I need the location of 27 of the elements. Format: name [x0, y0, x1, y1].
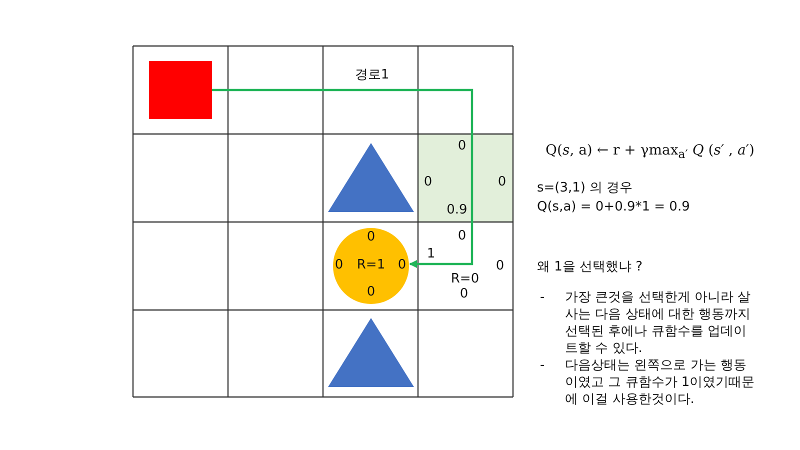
bullet-dash: - — [540, 289, 545, 306]
q-value: 0 — [458, 230, 466, 242]
q-value: 0 — [334, 258, 344, 272]
bullet-dash: - — [540, 357, 545, 374]
note-text: s=(3,1) 의 경우 — [537, 182, 633, 194]
edge-label: 경로1 — [354, 68, 390, 82]
triangle — [328, 143, 414, 212]
q-value: 0 — [424, 176, 432, 188]
square — [149, 61, 212, 119]
note-text: Q(s,a) = 0+0.9*1 = 0.9 — [537, 200, 690, 214]
triangle — [328, 318, 414, 387]
q-value: 0 — [498, 176, 506, 188]
question-text: 왜 1을 선택했냐 ? — [537, 260, 643, 274]
q-value: 0 — [496, 260, 504, 272]
reward-label: R=0 — [450, 272, 480, 286]
q-value: R=1 — [356, 258, 386, 272]
q-value: 0 — [458, 140, 466, 152]
q-value: 0 — [366, 230, 376, 244]
path-arrow — [212, 88, 474, 268]
bullet-text: 가장 큰것을 선택한게 아니라 살사는 다음 상태에 대한 행동까지 선택된 후에나 큐함수를 업데이트할 수 있다. — [565, 289, 752, 357]
q-value: 0 — [366, 286, 376, 298]
q-value: 0.9 — [446, 204, 468, 216]
q-value: 1 — [426, 248, 436, 260]
formula: Q(s, a) ← r + γmax$_{a′}$ Q(s′ , a′) — [546, 143, 754, 161]
q-value: 0 — [460, 288, 468, 300]
q-value: 0 — [398, 258, 406, 272]
bullet-text: 다음상태는 왼쪽으로 가는 행동이였고 그 큐함수가 1이였기때문에 이걸 사용한것이다. — [565, 357, 755, 408]
